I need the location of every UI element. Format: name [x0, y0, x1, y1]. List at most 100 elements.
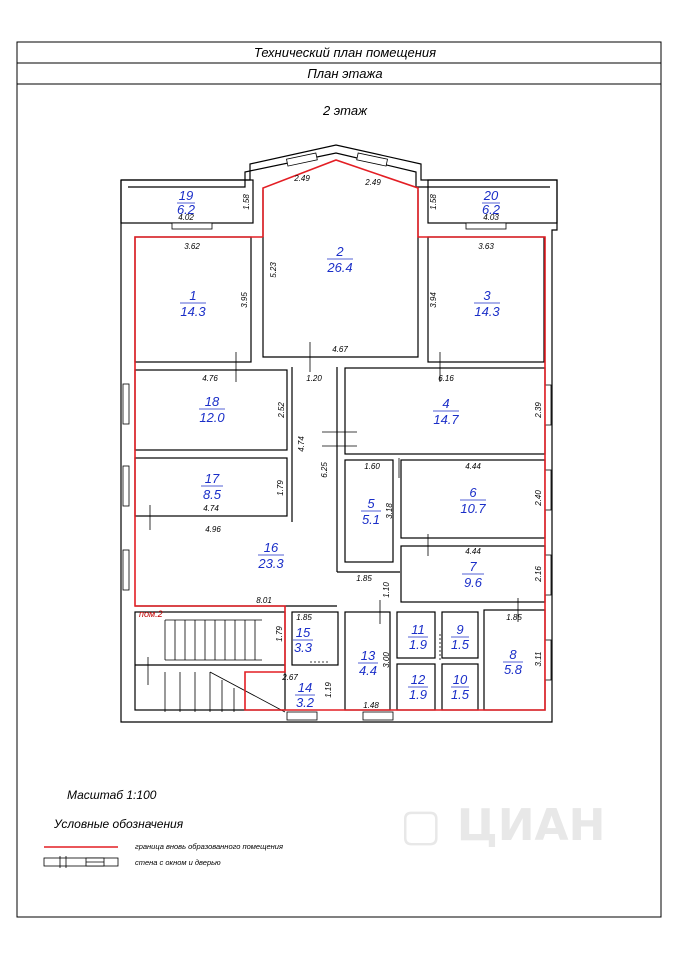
svg-text:3: 3: [483, 288, 491, 303]
door-ticks: [147, 342, 519, 685]
room-2: 226.4: [326, 244, 353, 275]
outer-wall: [120, 144, 558, 723]
svg-text:4.74: 4.74: [297, 436, 306, 452]
room-12: 121.9: [408, 672, 428, 702]
wall-room-2: [262, 190, 419, 358]
svg-text:5.1: 5.1: [362, 512, 380, 527]
svg-text:15: 15: [296, 625, 311, 640]
svg-text:5.8: 5.8: [504, 662, 523, 677]
window-bottom-1: [286, 711, 318, 721]
svg-text:3.94: 3.94: [429, 292, 438, 308]
svg-text:14.3: 14.3: [474, 304, 500, 319]
svg-text:4: 4: [442, 396, 449, 411]
room-5: 55.1: [361, 496, 381, 527]
svg-text:1.85: 1.85: [356, 574, 372, 583]
svg-text:3.18: 3.18: [385, 503, 394, 519]
svg-text:2.40: 2.40: [534, 490, 543, 507]
svg-text:1.10: 1.10: [382, 582, 391, 598]
room-8: 85.8: [503, 647, 523, 677]
boundary-outline: [134, 159, 546, 711]
svg-text:1.58: 1.58: [242, 194, 251, 210]
svg-text:3.11: 3.11: [534, 652, 543, 667]
room-11: 111.9: [408, 622, 428, 652]
sheet-subtitle: План этажа: [307, 66, 382, 81]
scale-label: Масштаб 1:100: [67, 788, 157, 802]
svg-text:5: 5: [367, 496, 375, 511]
svg-text:1.60: 1.60: [364, 462, 380, 471]
svg-text:9.6: 9.6: [464, 575, 483, 590]
room-4: 414.7: [433, 396, 459, 427]
svg-text:2.39: 2.39: [534, 402, 543, 419]
svg-text:1.79: 1.79: [276, 480, 285, 496]
svg-text:12: 12: [411, 672, 426, 687]
wall-room-9: [441, 611, 479, 659]
svg-text:1.85: 1.85: [506, 613, 522, 622]
svg-text:4.03: 4.03: [483, 213, 499, 222]
svg-text:23.3: 23.3: [257, 556, 284, 571]
window-right-3: [544, 554, 552, 596]
svg-text:16: 16: [264, 540, 279, 555]
dimension-labels: 2.49 2.49 1.58 1.58 4.02 4.03 3.62 3.63 …: [178, 174, 543, 710]
legend-wall-text: стена с окном и дверью: [135, 858, 221, 867]
new-premises-boundary: [134, 159, 546, 711]
svg-text:2.67: 2.67: [281, 673, 298, 682]
pom-label: пом.2: [139, 609, 163, 619]
svg-text:17: 17: [205, 471, 220, 486]
window-right-4: [544, 639, 552, 681]
room-19: 196.2: [177, 188, 196, 217]
window-bottom-2: [362, 711, 394, 721]
room-15: 153.3: [293, 625, 313, 655]
svg-text:1.58: 1.58: [429, 194, 438, 210]
svg-text:3.2: 3.2: [296, 695, 315, 710]
room-3: 314.3: [474, 288, 500, 319]
svg-text:14.3: 14.3: [180, 304, 206, 319]
svg-text:11: 11: [411, 622, 425, 637]
window-balcony-19: [171, 222, 213, 230]
svg-text:7: 7: [469, 559, 477, 574]
wall-room-15: [291, 611, 339, 666]
window-left-1: [122, 383, 130, 425]
svg-text:4.67: 4.67: [332, 345, 348, 354]
svg-text:14: 14: [298, 680, 312, 695]
svg-text:3.00: 3.00: [382, 652, 391, 668]
svg-text:3.63: 3.63: [478, 242, 494, 251]
openings: [122, 152, 552, 721]
sheet-frame: [16, 41, 662, 918]
svg-text:1.5: 1.5: [451, 637, 470, 652]
legend-title: Условные обозначения: [53, 817, 184, 831]
room-9: 91.5: [451, 622, 470, 652]
window-left-2: [122, 465, 130, 507]
svg-text:4.44: 4.44: [465, 547, 481, 556]
svg-text:8.01: 8.01: [256, 596, 272, 605]
svg-text:5.23: 5.23: [269, 262, 278, 278]
svg-text:4.76: 4.76: [202, 374, 218, 383]
room-1: 114.3: [180, 288, 206, 319]
room-7: 79.6: [462, 559, 484, 590]
outer-wall-inner: [128, 152, 550, 188]
svg-text:2.52: 2.52: [277, 402, 286, 419]
svg-text:6: 6: [469, 485, 477, 500]
svg-text:4.74: 4.74: [203, 504, 219, 513]
svg-text:1.85: 1.85: [296, 613, 312, 622]
svg-text:3.3: 3.3: [294, 640, 313, 655]
svg-text:2: 2: [335, 244, 344, 259]
svg-text:1.19: 1.19: [324, 682, 333, 698]
svg-text:4.4: 4.4: [359, 663, 377, 678]
svg-text:1.48: 1.48: [363, 701, 379, 710]
stair-treads: [164, 619, 286, 713]
svg-text:26.4: 26.4: [326, 260, 352, 275]
svg-text:10: 10: [453, 672, 468, 687]
svg-text:2.49: 2.49: [364, 178, 381, 187]
svg-text:19: 19: [179, 188, 193, 203]
svg-text:4.02: 4.02: [178, 213, 194, 222]
svg-text:12.0: 12.0: [199, 410, 225, 425]
svg-text:4.96: 4.96: [205, 525, 221, 534]
walls: [120, 144, 558, 723]
window-right-2: [544, 469, 552, 511]
svg-text:1.79: 1.79: [275, 626, 284, 642]
svg-text:18: 18: [205, 394, 220, 409]
svg-text:1: 1: [189, 288, 196, 303]
svg-text:8: 8: [509, 647, 517, 662]
